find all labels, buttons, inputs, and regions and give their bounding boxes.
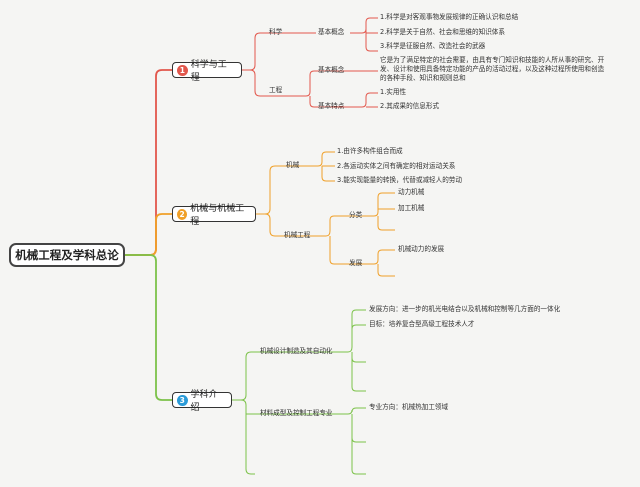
node-development[interactable]: 发展	[349, 259, 363, 267]
node-classification[interactable]: 分类	[349, 211, 363, 219]
branch3-to-design	[232, 351, 340, 401]
branch-science-engineering[interactable]: 1 科学与工程	[172, 60, 242, 83]
number-badge-2: 2	[177, 208, 188, 220]
forming-to-items	[340, 407, 366, 475]
engineering-definition: 它是为了满足特定的社会需要，由具有专门知识和技能的人所从事的研究、开发、设计和使…	[380, 56, 605, 82]
classification-to-items	[365, 192, 395, 231]
development-to-items	[365, 249, 395, 277]
branch2-to-machine	[256, 165, 303, 215]
science-item-3: 3.科学是征服自然、改造社会的武器	[380, 42, 486, 50]
branch-machinery[interactable]: 2 机械与机械工程	[172, 204, 256, 227]
machine-item-3: 3.能实现能量的转换，代替或减轻人的劳动	[337, 176, 462, 184]
class-item-power: 动力机械	[398, 188, 425, 196]
class-item-processing: 加工机械	[398, 204, 425, 212]
design-to-items	[340, 309, 366, 392]
root-node[interactable]: 机械工程及学科总论	[9, 243, 125, 267]
branch3-to-forming	[232, 399, 340, 475]
branch1-to-science	[242, 32, 303, 71]
branch-label: 学科介绍	[190, 390, 218, 413]
node-science[interactable]: 科学	[269, 28, 283, 36]
dev-item-1: 机械动力的发展	[398, 245, 445, 253]
root-label: 机械工程及学科总论	[15, 248, 119, 262]
feature-item-1: 1.实用性	[380, 88, 407, 96]
branch1-to-engineering	[242, 69, 303, 97]
engineering-to-subs	[262, 70, 350, 108]
node-science-concept[interactable]: 基本概念	[318, 28, 345, 36]
forming-item-direction: 专业方向：机械热加工领域	[369, 403, 449, 411]
mecheng-to-subs	[318, 215, 365, 265]
features-to-items	[350, 92, 378, 108]
machine-item-1: 1.由许多构件组合而成	[337, 147, 403, 155]
branch-disciplines[interactable]: 3 学科介绍	[172, 390, 232, 413]
number-badge-1: 1	[177, 64, 188, 76]
root-to-branch-3	[125, 254, 172, 401]
node-mechanical-design[interactable]: 机械设计制造及其自动化	[260, 347, 333, 355]
design-item-goal: 目标：培养复合型高级工程技术人才	[369, 320, 475, 328]
node-engineering[interactable]: 工程	[269, 86, 283, 94]
branch-label: 科学与工程	[190, 60, 227, 83]
node-material-forming[interactable]: 材料成型及控制工程专业	[260, 409, 333, 417]
branch2-to-mecheng	[256, 213, 318, 237]
concept-to-science-items	[350, 17, 378, 52]
root-to-branch-1	[125, 69, 172, 256]
design-item-direction: 发展方向：进一步的机光电结合以及机械和控制等几方面的一体化	[369, 305, 561, 313]
node-engineering-concept[interactable]: 基本概念	[318, 66, 345, 74]
node-machine[interactable]: 机械	[286, 161, 300, 169]
feature-item-2: 2.其成果的信息形式	[380, 102, 440, 110]
machine-to-items	[303, 151, 335, 182]
science-item-1: 1.科学是对客观事物发展规律的正确认识和总结	[380, 13, 519, 21]
machine-item-2: 2.各运动实体之间有确定的相对运动关系	[337, 162, 456, 170]
node-engineering-features[interactable]: 基本特点	[318, 102, 345, 110]
number-badge-3: 3	[177, 394, 188, 406]
branch-label: 机械与机械工程	[190, 204, 245, 227]
node-mechanical-engineering[interactable]: 机械工程	[284, 231, 311, 239]
root-to-branch-2	[125, 213, 172, 256]
science-item-2: 2.科学是关于自然、社会和思维的知识体系	[380, 28, 505, 36]
